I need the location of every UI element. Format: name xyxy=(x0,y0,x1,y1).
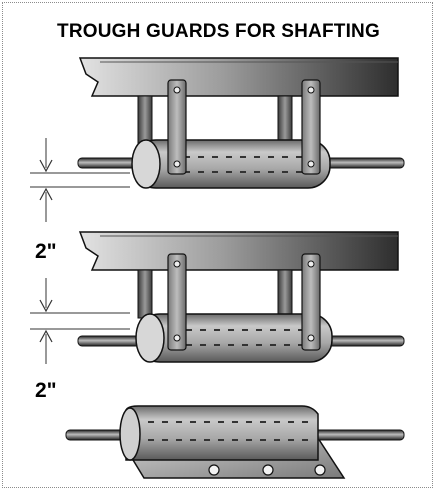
clearance-label-upper: 2" xyxy=(35,240,57,263)
hanger-post xyxy=(137,95,153,147)
hanger-post xyxy=(277,95,293,147)
diagram-title: TROUGH GUARDS FOR SHAFTING xyxy=(57,21,380,42)
trough-guard xyxy=(133,139,331,189)
clearance-label-lower: 2" xyxy=(35,379,57,402)
guard-figure-3 xyxy=(65,405,405,479)
ceiling-beam xyxy=(78,57,399,97)
mounting-strap xyxy=(301,79,321,175)
guard-figure-2 xyxy=(30,231,405,364)
trough-guard xyxy=(125,405,319,461)
guard-figure-1 xyxy=(30,57,405,222)
mounting-strap xyxy=(301,253,321,351)
mounting-strap xyxy=(167,253,187,351)
hanger-post xyxy=(137,269,153,319)
ceiling-beam xyxy=(78,231,399,271)
mounting-strap xyxy=(167,79,187,175)
hanger-post xyxy=(277,269,293,319)
